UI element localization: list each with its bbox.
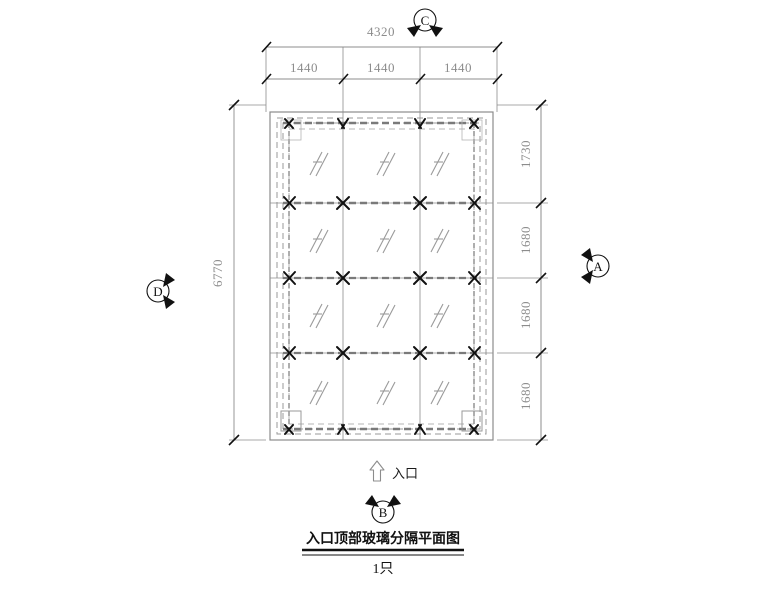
spider-fitting	[336, 196, 350, 210]
spider-fitting	[283, 346, 296, 360]
overall-height-dimension: 6770	[210, 259, 225, 287]
section-marker-c[interactable]: C	[407, 8, 443, 37]
spider-fitting	[284, 424, 294, 435]
spider-fittings	[283, 118, 481, 435]
section-marker-c-label: C	[421, 13, 430, 28]
spider-fitting	[468, 196, 481, 210]
drawing-title: 入口顶部玻璃分隔平面图	[306, 530, 460, 547]
title-block: 入口顶部玻璃分隔平面图 1只	[302, 530, 464, 577]
spider-fitting	[283, 196, 296, 210]
glass-symbol	[430, 380, 450, 406]
spider-fitting	[469, 424, 479, 435]
glass-symbol	[376, 380, 396, 406]
glass-symbol	[430, 303, 450, 329]
entrance-indicator: 入口	[369, 460, 418, 482]
canopy-outline	[269, 111, 494, 441]
spider-fitting	[414, 424, 426, 435]
spider-fitting	[337, 424, 349, 435]
height-segment-2: 1680	[518, 226, 533, 254]
left-dimension-group: 6770	[210, 99, 266, 446]
height-segment-3: 1680	[518, 301, 533, 329]
section-marker-a[interactable]: A	[581, 248, 610, 284]
width-segment-1: 1440	[290, 60, 318, 75]
spider-fitting	[413, 271, 427, 285]
glass-symbol	[430, 151, 450, 177]
drawing-quantity: 1只	[373, 562, 394, 577]
height-segment-1: 1730	[518, 140, 533, 168]
glass-symbol	[430, 228, 450, 254]
spider-fitting	[337, 118, 349, 129]
edge-mullions	[288, 123, 475, 429]
glass-symbol	[376, 303, 396, 329]
spider-fitting	[413, 196, 427, 210]
glass-symbol	[309, 151, 329, 177]
spider-fitting	[336, 271, 350, 285]
section-marker-b-label: B	[379, 505, 388, 520]
glass-symbol	[376, 151, 396, 177]
spider-fitting	[468, 346, 481, 360]
spider-fitting	[284, 118, 294, 129]
glass-symbol	[376, 228, 396, 254]
spider-fitting	[469, 118, 479, 129]
right-dimension-group: 1730 1680 1680 1680	[497, 99, 548, 446]
height-segment-4: 1680	[518, 382, 533, 410]
width-segment-3: 1440	[444, 60, 472, 75]
section-marker-d[interactable]: D	[146, 273, 175, 309]
spider-fitting	[414, 118, 426, 129]
spider-fitting	[283, 271, 296, 285]
entrance-label: 入口	[392, 467, 418, 482]
top-dimension-group: 4320 1440 1440 1440	[261, 24, 503, 112]
glass-symbol	[309, 380, 329, 406]
spider-fitting	[336, 346, 350, 360]
width-segment-2: 1440	[367, 60, 395, 75]
entrance-arrow-icon	[369, 460, 385, 482]
overall-width-dimension: 4320	[367, 24, 395, 39]
section-marker-d-label: D	[153, 284, 162, 299]
glass-symbols	[309, 151, 450, 406]
spider-fitting	[468, 271, 481, 285]
section-marker-b[interactable]: B	[365, 495, 401, 524]
mullion-bands	[283, 121, 480, 431]
spider-fitting	[413, 346, 427, 360]
section-marker-a-label: A	[593, 259, 603, 274]
glass-symbol	[309, 303, 329, 329]
glass-symbol	[309, 228, 329, 254]
